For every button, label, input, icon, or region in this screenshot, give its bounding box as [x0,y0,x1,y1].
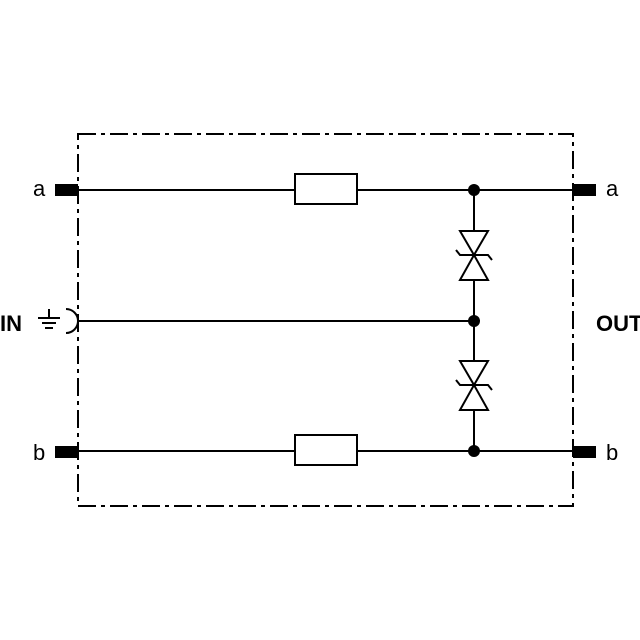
label-in-a: a [33,176,46,201]
tvs-diode-lower [455,360,493,411]
resistor-a [294,173,358,205]
label-in: IN [0,311,22,336]
label-in-b: b [33,440,45,465]
label-out: OUT [596,311,640,336]
terminal-in-b [55,446,78,458]
shield-connection-arc [65,308,79,334]
terminal-out-a [573,184,596,196]
resistor-b [294,434,358,466]
terminal-out-b [573,446,596,458]
node-a [468,184,480,196]
label-out-b: b [606,440,618,465]
label-out-a: a [606,176,619,201]
terminal-in-a [55,184,78,196]
ground-icon [38,309,60,329]
tvs-diode-upper [455,230,493,281]
node-ground [468,315,480,327]
node-b [468,445,480,457]
